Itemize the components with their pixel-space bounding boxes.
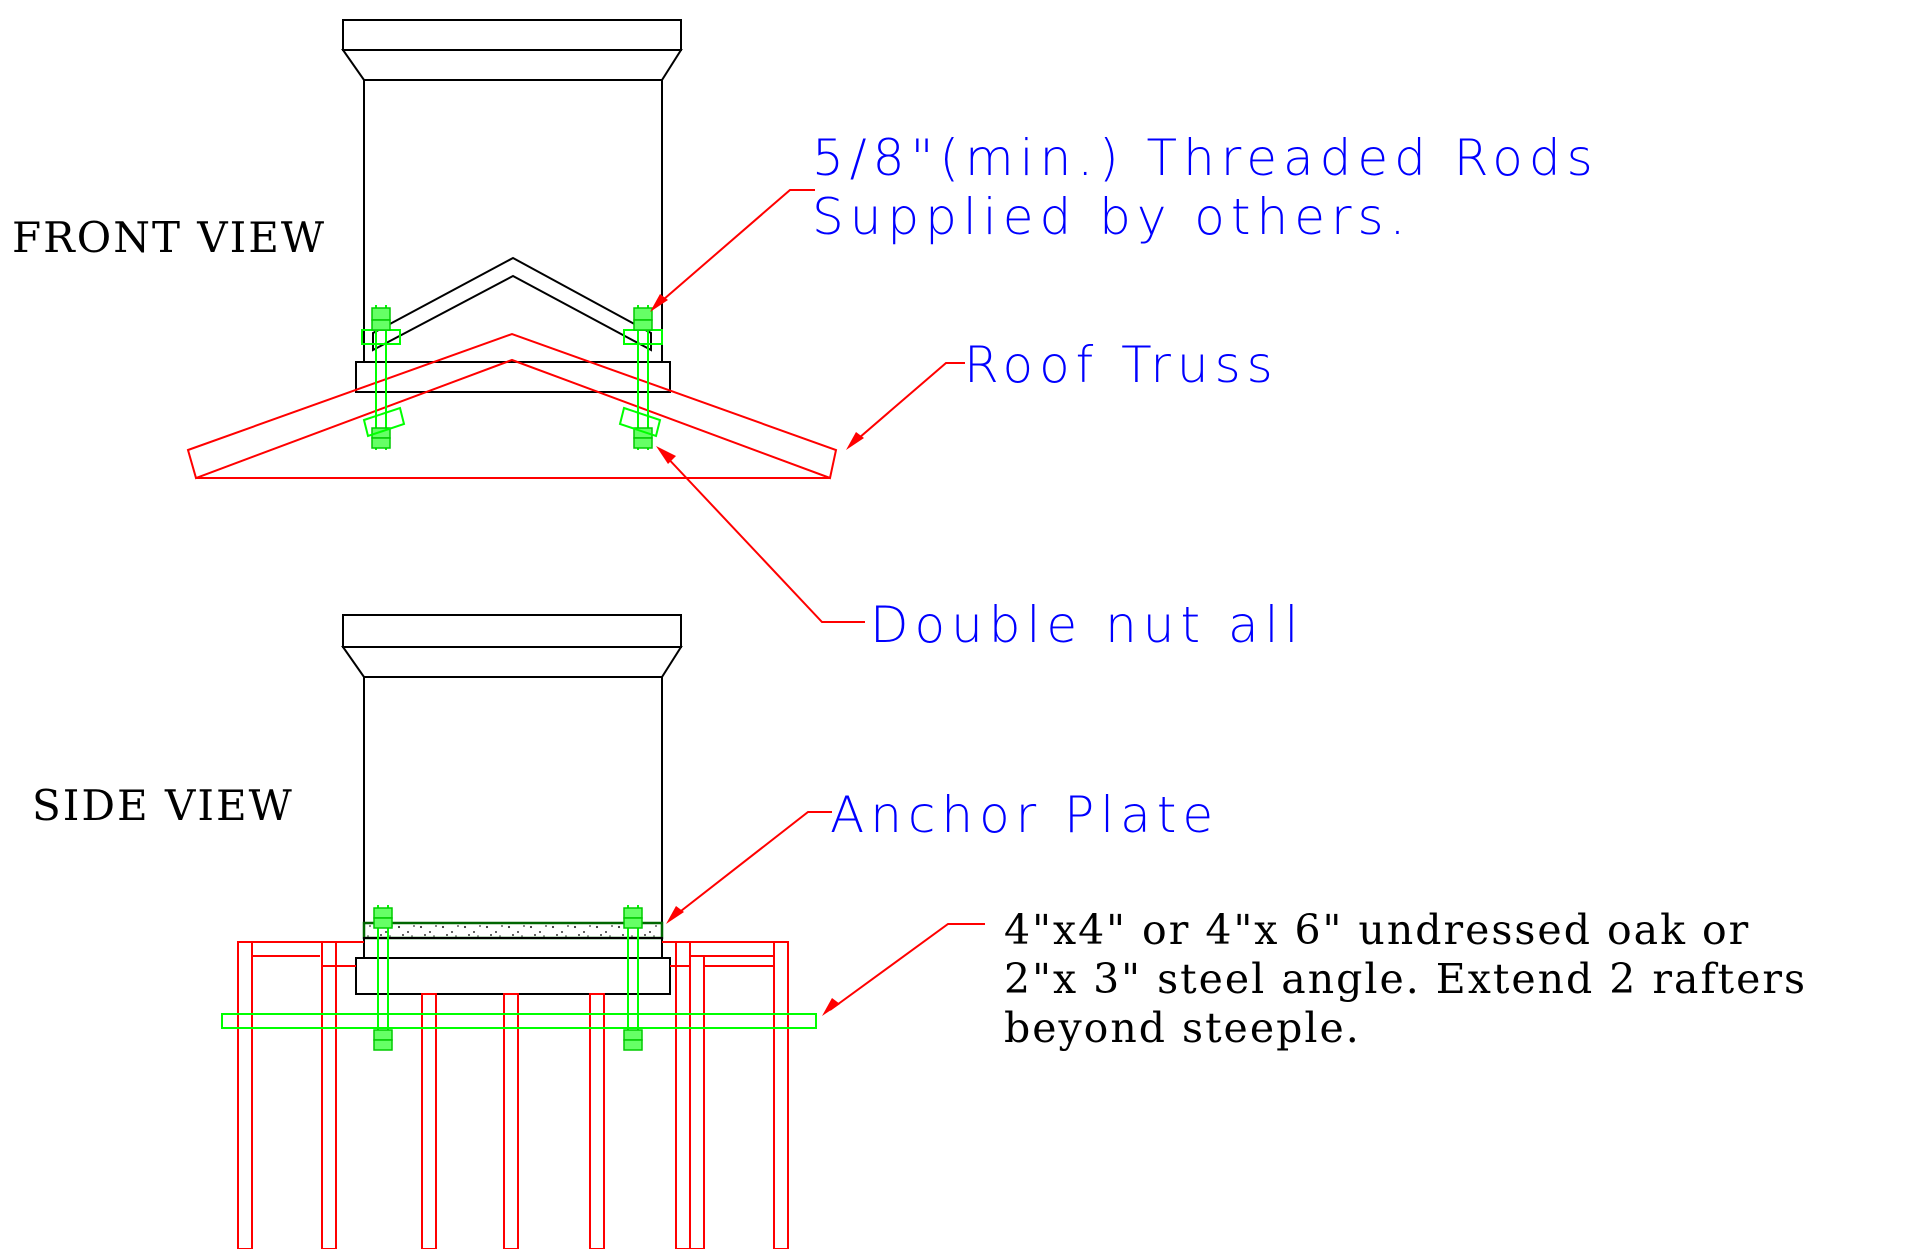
front-inner-v-member — [372, 256, 652, 352]
rafter-note-line2: 2"x 3" steel angle. Extend 2 rafters — [1004, 955, 1807, 1003]
side-view-label: SIDE VIEW — [32, 781, 294, 830]
threaded-rods-callout-line1: 5/8"(min.) Threaded Rods — [812, 129, 1599, 187]
side-base-block — [355, 957, 671, 995]
side-right-threaded-rod — [623, 905, 643, 1051]
side-steeple-cap — [342, 614, 682, 648]
double-nut-callout: Double nut all — [870, 596, 1304, 654]
front-anchor-block — [355, 361, 671, 393]
side-left-threaded-rod — [373, 905, 393, 1051]
front-steeple-body — [363, 79, 663, 363]
front-steeple-cap — [342, 19, 682, 51]
double-nut-leader — [656, 446, 865, 623]
threaded-rods-leader — [650, 189, 815, 312]
front-view-drawing — [186, 19, 838, 480]
side-cross-angle — [221, 1013, 817, 1029]
anchor-plate-callout: Anchor Plate — [830, 786, 1219, 844]
front-right-threaded-rod — [618, 305, 663, 450]
side-anchor-plate — [362, 921, 664, 940]
front-steeple-cap-taper — [341, 49, 683, 81]
anchor-plate-leader — [666, 811, 832, 924]
side-view-drawing — [221, 614, 817, 1249]
front-roof-truss-rafters — [186, 332, 838, 480]
rafter-note-line3: beyond steeple. — [1004, 1004, 1361, 1052]
roof-truss-leader — [846, 362, 965, 450]
threaded-rods-callout-line2: Supplied by others. — [812, 188, 1411, 246]
side-steeple-cap-taper — [341, 646, 683, 678]
front-left-threaded-rod — [361, 305, 406, 450]
roof-truss-callout: Roof Truss — [964, 336, 1279, 394]
side-rafters — [237, 941, 789, 1249]
side-steeple-body — [363, 676, 663, 924]
front-view-label: FRONT VIEW — [12, 213, 326, 262]
rafter-note-leader — [822, 923, 985, 1016]
side-anchor-plate-lower — [363, 937, 663, 959]
rafter-note-line1: 4"x4" or 4"x 6" undressed oak or — [1004, 906, 1750, 954]
